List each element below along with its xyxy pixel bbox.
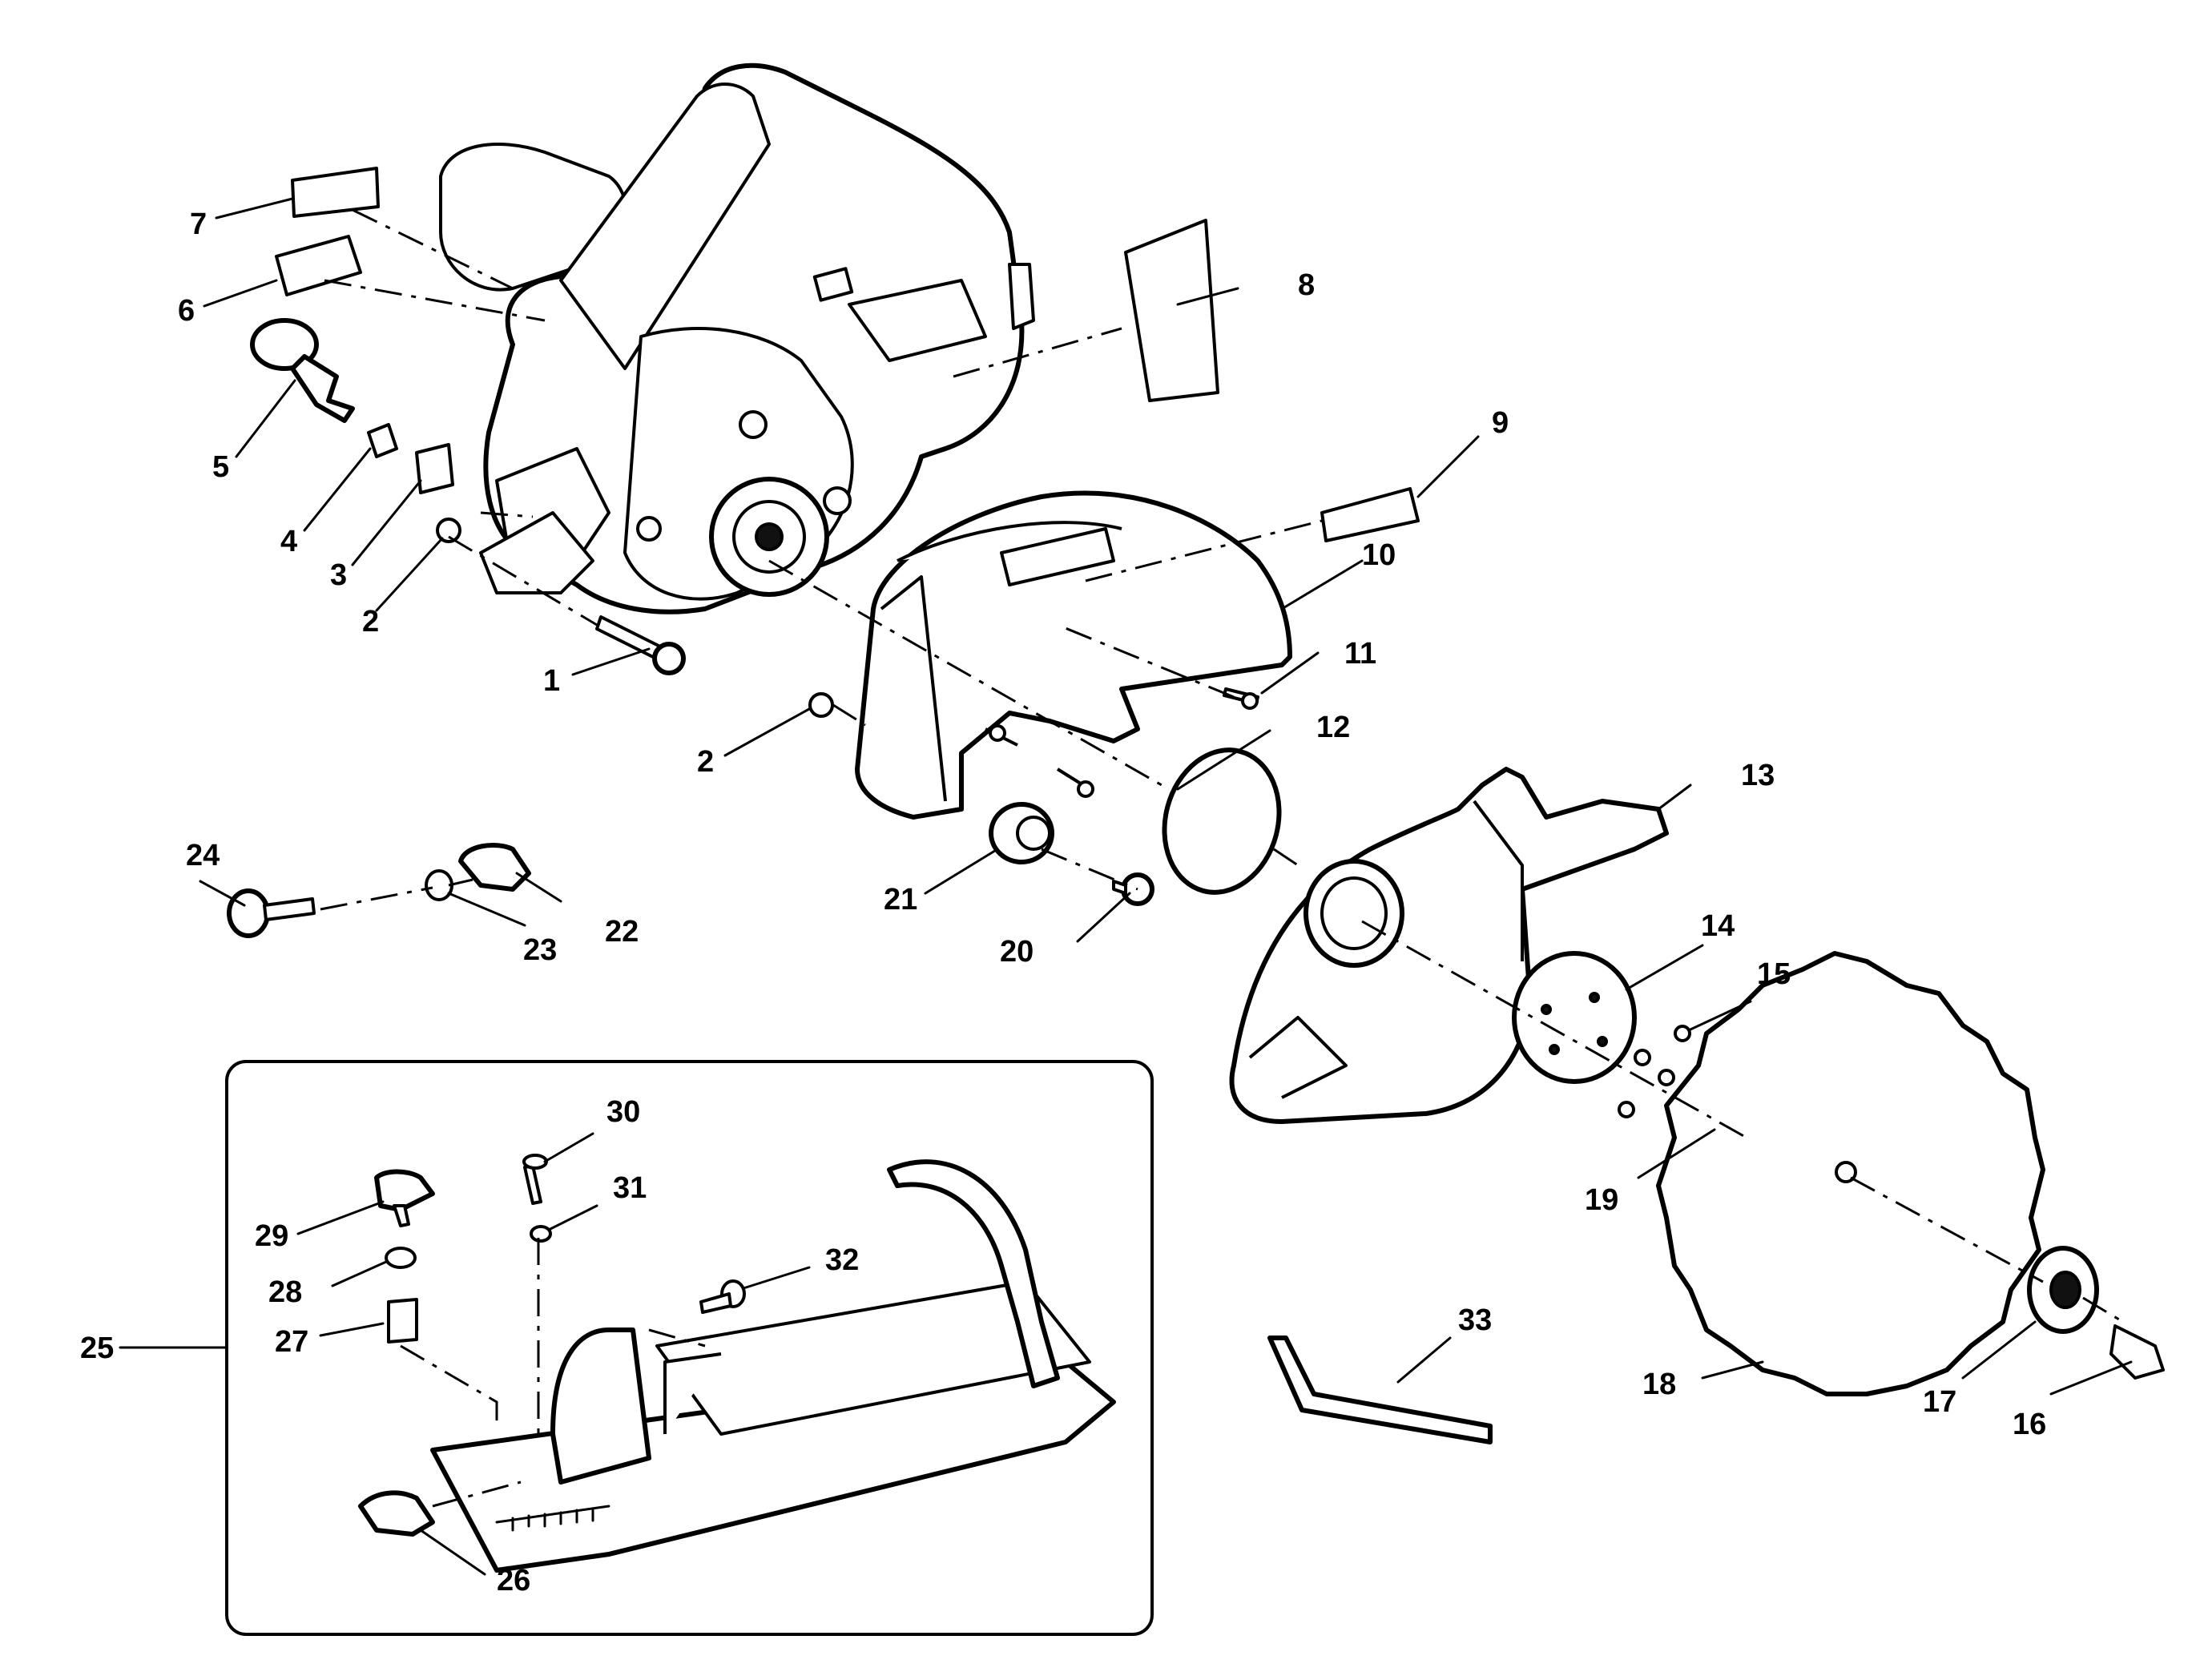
- part-24-bolt: [227, 888, 316, 938]
- part-14-plate: [1512, 951, 1637, 1084]
- callout-26: 26: [497, 1564, 530, 1597]
- callout-18: 18: [1642, 1368, 1676, 1401]
- callout-2-center: 2: [697, 745, 714, 779]
- callout-3: 3: [330, 558, 347, 592]
- callout-1: 1: [543, 664, 560, 698]
- callout-27: 27: [275, 1325, 308, 1359]
- callout-25: 25: [80, 1332, 114, 1365]
- callout-31: 31: [613, 1171, 647, 1205]
- callout-2-left: 2: [362, 605, 379, 639]
- callout-17: 17: [1923, 1385, 1956, 1419]
- callout-20: 20: [1000, 935, 1034, 969]
- label-decal-6: [275, 235, 362, 296]
- label-decal-9: [1320, 487, 1420, 542]
- callout-9: 9: [1492, 406, 1509, 440]
- label-decal-7: [291, 167, 380, 218]
- part-33-hex-key: [1267, 1336, 1493, 1444]
- part-2-nut-center: [808, 692, 834, 718]
- part-4-clip: [367, 423, 398, 458]
- callout-8: 8: [1298, 268, 1315, 302]
- assembly-guide-lines: [320, 208, 2124, 1508]
- part-2-nut-left: [436, 518, 461, 543]
- callout-4: 4: [280, 525, 297, 558]
- callout-28: 28: [268, 1275, 302, 1309]
- part-22-lever: [458, 843, 531, 892]
- callout-15: 15: [1757, 957, 1791, 991]
- callout-5: 5: [212, 450, 229, 484]
- part-12-ring: [1162, 747, 1282, 895]
- callout-7: 7: [190, 207, 207, 241]
- callout-29: 29: [255, 1219, 288, 1253]
- part-17-outer-washer: [2027, 1246, 2099, 1334]
- part-11-screw: [1223, 687, 1259, 710]
- callout-33: 33: [1458, 1303, 1492, 1337]
- part-5-depth-knob: [250, 318, 355, 423]
- callout-10: 10: [1362, 538, 1396, 572]
- part-3-bracket: [415, 443, 454, 494]
- part-10-upper-guard: [855, 490, 1292, 820]
- part-21-bushing: [989, 802, 1054, 864]
- guard-screws: [985, 724, 1094, 798]
- callout-14: 14: [1701, 909, 1735, 943]
- callout-16: 16: [2013, 1408, 2046, 1441]
- callout-leader-lines: [119, 197, 2133, 1576]
- part-18-saw-blade: [1656, 951, 2045, 1396]
- saw-motor-housing: [439, 62, 1035, 614]
- inset-box-base: [225, 1060, 1154, 1636]
- callout-6: 6: [178, 294, 195, 328]
- part-20-screw: [1112, 872, 1154, 906]
- callout-23: 23: [523, 933, 557, 967]
- callout-numbers: 7 6 8 9 10 11 12 13 14 15 16 17 18 19 20…: [80, 207, 2046, 1597]
- part-15-screws: [1618, 1025, 1691, 1118]
- callout-30: 30: [606, 1095, 640, 1129]
- part-16-blade-bolt: [2109, 1324, 2165, 1380]
- label-decal-8: [1124, 219, 1219, 402]
- callout-24: 24: [186, 839, 220, 872]
- callout-21: 21: [884, 883, 917, 917]
- part-1-bolt: [595, 615, 686, 675]
- callout-12: 12: [1316, 711, 1350, 744]
- part-23-washer: [425, 869, 453, 901]
- part-13-lower-guard: [1229, 767, 1669, 1124]
- callout-32: 32: [825, 1243, 859, 1277]
- callout-22: 22: [605, 915, 639, 949]
- callout-19: 19: [1585, 1183, 1618, 1217]
- callout-11: 11: [1344, 637, 1376, 671]
- callout-13: 13: [1741, 759, 1775, 792]
